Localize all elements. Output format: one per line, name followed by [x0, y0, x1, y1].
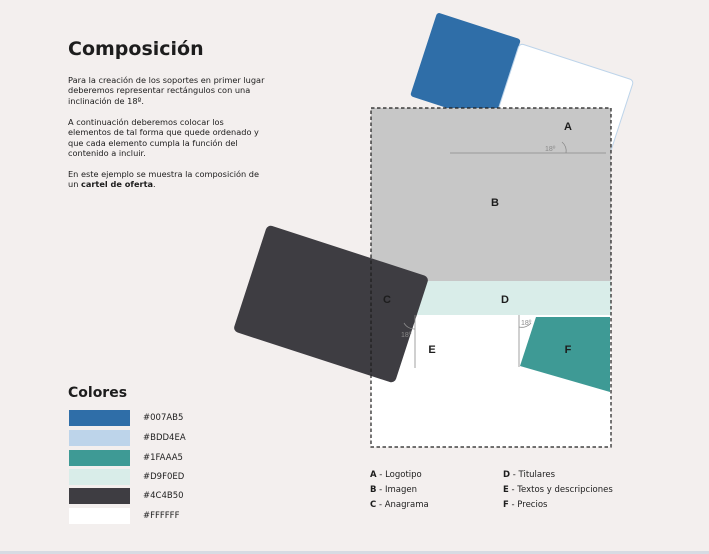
legend-text-d: - Titulares: [510, 470, 556, 480]
colors-title: Colores: [68, 385, 128, 401]
intro-paragraph-2: A continuación deberemos colocar los ele…: [68, 117, 259, 159]
color-swatch-light-blue: [69, 430, 130, 446]
angle-label-top: 18º: [545, 146, 556, 153]
legend-letter-c: C: [370, 500, 377, 510]
label-c: C: [383, 294, 391, 306]
label-a: A: [564, 121, 572, 133]
color-swatch-teal: [69, 450, 130, 466]
color-hex-light-blue: #BDD4EA: [143, 433, 186, 443]
color-swatch-blue: [69, 410, 130, 426]
legend-text-c: - Anagrama: [376, 500, 429, 510]
color-hex-teal: #1FAAA5: [143, 453, 183, 463]
price-area-f: [520, 317, 610, 392]
angle-marker-top: 18º: [450, 141, 606, 154]
intro-paragraph-3-start: En este ejemplo se muestra la composició…: [68, 169, 260, 190]
intro-paragraph-1: Para la creación de los soportes en prim…: [68, 75, 265, 106]
color-hex-blue: #007AB5: [143, 413, 184, 423]
color-swatch-dark-gray: [69, 488, 130, 504]
legend-letter-f: F: [503, 500, 509, 510]
legend-text-f: - Precios: [508, 500, 548, 510]
color-hex-dark-gray: #4C4B50: [143, 491, 184, 501]
intro-paragraph-3: En este ejemplo se muestra la composició…: [68, 169, 268, 190]
angle-label-left: 18º: [401, 332, 412, 339]
anagram-area-c: [234, 225, 428, 383]
label-b: B: [491, 197, 499, 209]
page-title: Composición: [68, 38, 204, 60]
legend-text-b: - Imagen: [376, 485, 417, 495]
color-swatch-light-teal: [69, 469, 130, 485]
legend-letter-b: B: [370, 485, 377, 495]
legend-item-f: F - Precios: [503, 500, 547, 510]
bottom-divider: [0, 551, 709, 554]
intro-paragraph-3-end: .: [153, 179, 156, 190]
image-area-b: [371, 108, 611, 281]
angle-label-right: 18º: [521, 320, 532, 327]
color-swatch-white: [69, 508, 130, 524]
legend-letter-e: E: [503, 485, 509, 495]
label-e: E: [428, 344, 435, 356]
intro-paragraph-3-bold: cartel de oferta: [80, 179, 154, 190]
legend-item-a: A - Logotipo: [370, 470, 422, 480]
legend-letter-a: A: [370, 470, 377, 480]
legend-item-b: B - Imagen: [370, 485, 417, 495]
legend-item-d: D - Titulares: [503, 470, 555, 480]
angle-marker-right: 18º: [518, 315, 532, 367]
blue-rect: [410, 13, 521, 123]
label-d: D: [501, 294, 509, 306]
color-hex-white: #FFFFFF: [143, 511, 180, 521]
legend-text-a: - Logotipo: [376, 470, 422, 480]
label-f: F: [565, 344, 572, 356]
legend-letter-d: D: [503, 470, 511, 480]
legend-text-e: - Textos y descripciones: [508, 485, 613, 495]
angle-marker-left: 18º: [401, 315, 416, 368]
color-hex-light-teal: #D9F0ED: [143, 472, 185, 482]
legend-item-e: E - Textos y descripciones: [503, 485, 613, 495]
legend-item-c: C - Anagrama: [370, 500, 429, 510]
poster-frame: [370, 107, 612, 448]
